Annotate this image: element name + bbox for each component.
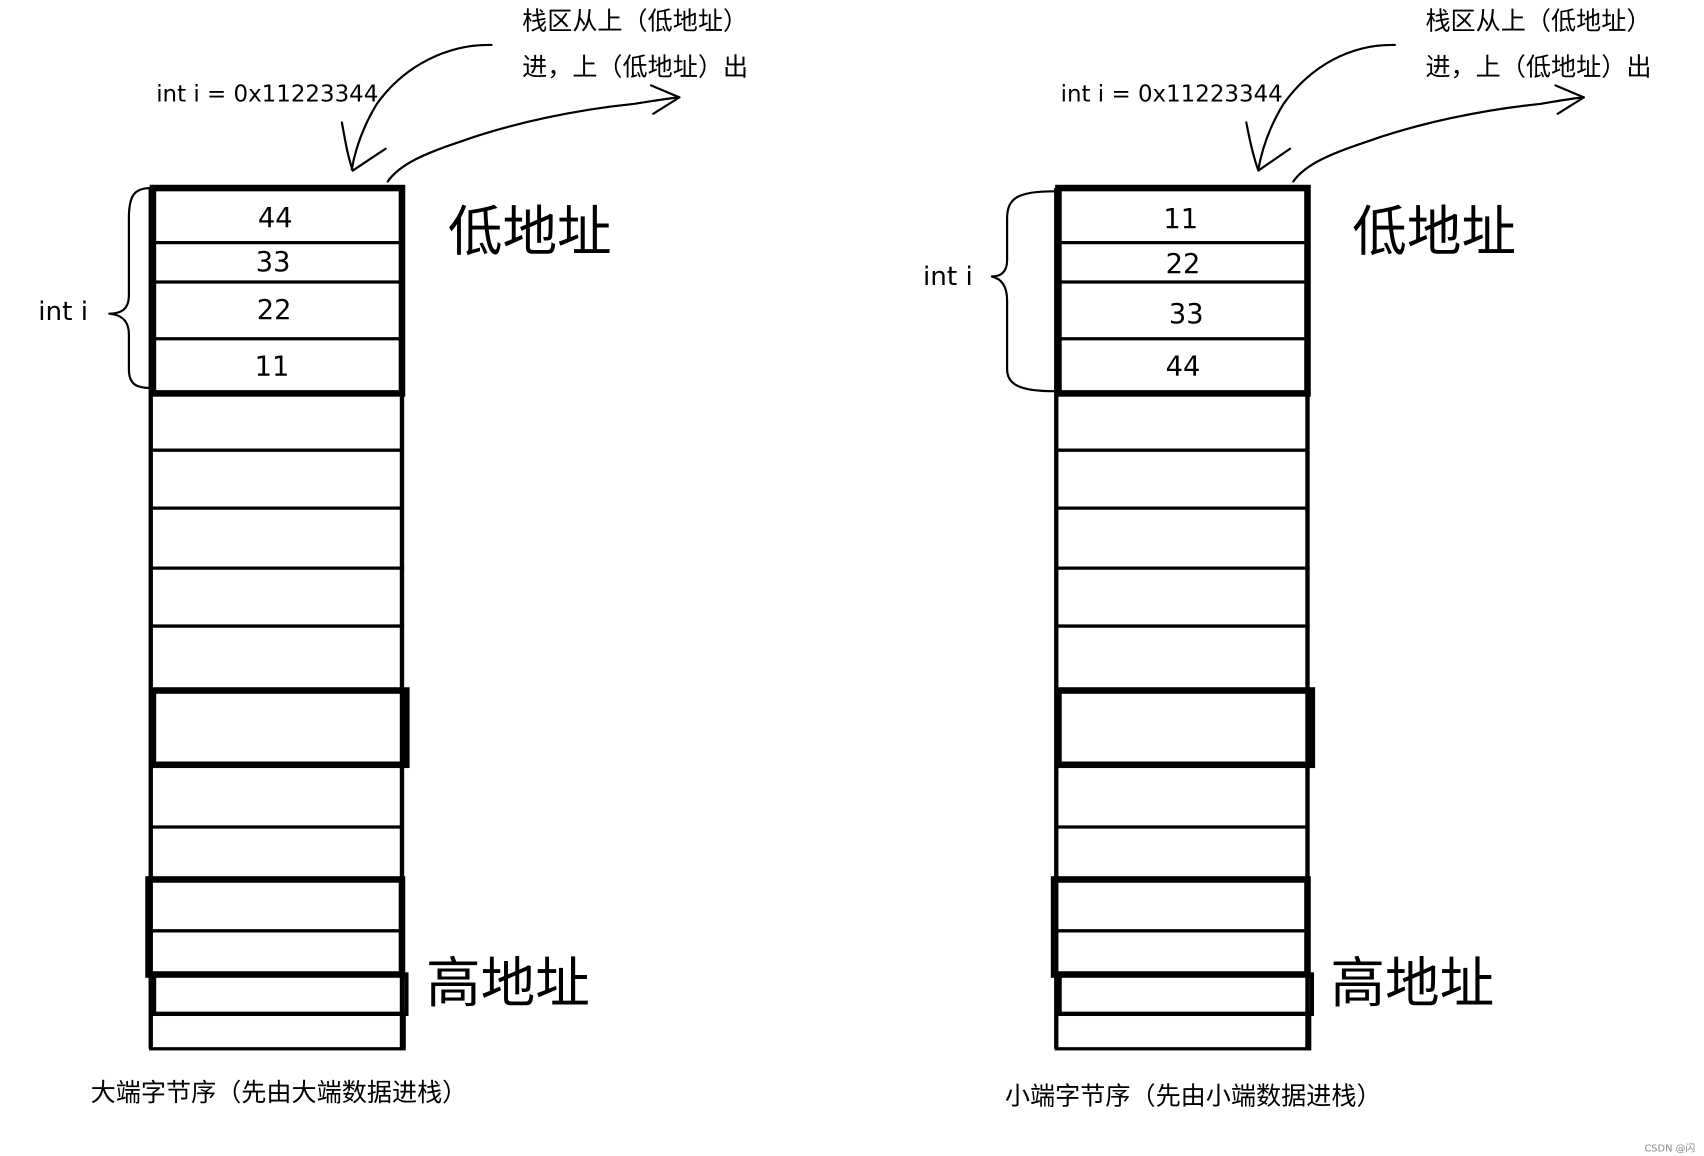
stack-cell-bold (145, 876, 406, 978)
push-arrow (350, 43, 493, 171)
stack-column: 11 22 33 44 (1050, 184, 1316, 1051)
push-arrow (1257, 43, 1396, 171)
byte-value: 11 (1163, 204, 1198, 235)
byte-value: 22 (257, 295, 292, 326)
stack-cell-bold (149, 687, 410, 769)
byte-value: 22 (1166, 249, 1201, 280)
stack-cell (151, 972, 409, 1017)
brace-label: int i (38, 297, 88, 327)
diagram-caption: 大端字节序（先由大端数据进栈） (91, 1078, 468, 1107)
byte-value: 44 (1166, 352, 1201, 383)
brace-label: int i (923, 262, 973, 292)
stack-note-line2: 进，上（低地址）出 (522, 53, 748, 82)
stack-column: 44 33 22 11 (145, 184, 410, 1051)
declaration-label: int i = 0x11223344 (156, 82, 378, 108)
high-address-label: 高地址 (426, 951, 590, 1015)
big-endian-diagram: 栈区从上（低地址） 进，上（低地址）出 int i = 0x11223344 i… (38, 7, 748, 1108)
stack-cell-bold (1055, 687, 1316, 769)
byte-value: 11 (255, 352, 290, 383)
stack-cell (149, 1012, 406, 1051)
high-address-label: 高地址 (1330, 951, 1494, 1015)
diagram-caption: 小端字节序（先由小端数据进栈） (1005, 1081, 1382, 1110)
little-endian-diagram: 栈区从上（低地址） 进，上（低地址）出 int i = 0x11223344 i… (923, 7, 1651, 1111)
stack-note-line1: 栈区从上（低地址） (1425, 7, 1651, 36)
byte-value: 33 (256, 247, 291, 278)
int-i-bytes-box (149, 184, 406, 397)
stack-cell (1054, 1012, 1312, 1051)
pop-arrowhead (649, 84, 681, 115)
low-address-label: 低地址 (1352, 199, 1516, 263)
pop-arrow (386, 96, 681, 183)
stack-cell (1057, 972, 1315, 1017)
pop-arrowhead (1554, 84, 1585, 115)
push-arrowhead (1245, 121, 1292, 172)
declaration-label: int i = 0x11223344 (1061, 82, 1283, 108)
stack-cell-bold (1050, 876, 1311, 978)
int-i-brace (990, 190, 1056, 393)
int-i-bytes-box (1055, 184, 1311, 397)
byte-value: 33 (1169, 299, 1204, 330)
int-i-brace (108, 186, 152, 390)
watermark: CSDN @闪 (1644, 1141, 1695, 1154)
low-address-label: 低地址 (448, 199, 612, 263)
stack-note-line1: 栈区从上（低地址） (522, 7, 748, 36)
stack-note-line2: 进，上（低地址）出 (1425, 53, 1651, 82)
pop-arrow (1292, 96, 1585, 183)
push-arrowhead (340, 121, 387, 172)
byte-value: 44 (258, 203, 293, 234)
